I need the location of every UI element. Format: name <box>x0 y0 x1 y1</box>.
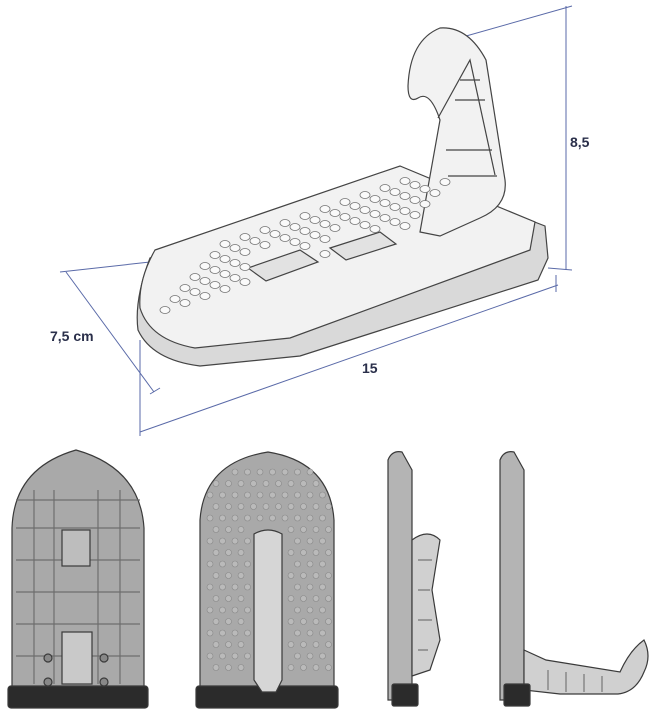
bottom-view-rubber-foot <box>7 685 149 709</box>
top-view-hook-bar <box>253 529 283 693</box>
side-view-extended-hook <box>523 639 649 695</box>
length-dimension-label: 15 <box>362 360 378 376</box>
dimension-lines <box>59 5 573 436</box>
top-view <box>195 451 339 709</box>
width-dimension-label: 7,5 cm <box>50 328 94 344</box>
side-view-extended <box>499 451 649 707</box>
plate-dot-pattern <box>159 177 451 314</box>
side-view-extended-rubber-foot <box>503 683 531 707</box>
length-dimension-line <box>139 284 559 433</box>
width-dimension-line <box>65 271 155 393</box>
step-hook-arm <box>407 27 506 237</box>
height-dimension-label: 8,5 <box>570 134 590 150</box>
side-view-folded <box>387 451 441 707</box>
bottom-view <box>7 449 149 709</box>
isometric-step-view <box>136 27 549 367</box>
top-view-dot-pattern <box>206 468 332 671</box>
side-view-folded-rubber-foot <box>391 683 419 707</box>
